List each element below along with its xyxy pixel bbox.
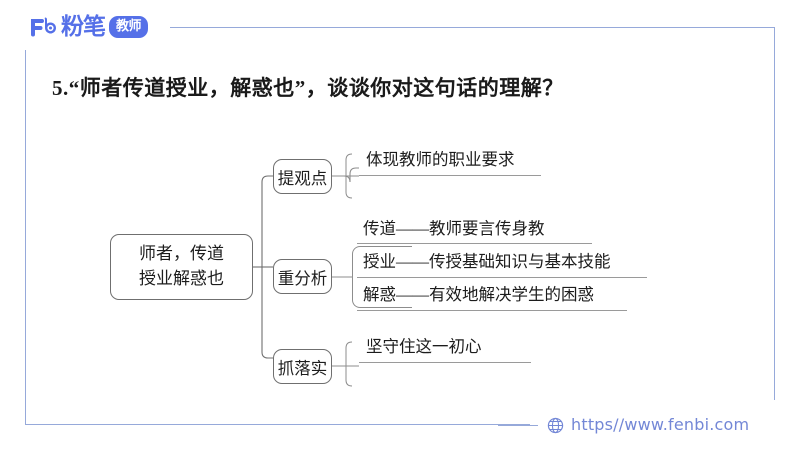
footer-url-block: https//www.fenbi.com [498,414,749,436]
page-title: 5.“师者传道授业，解惑也”，谈谈你对这句话的理解？ [52,76,564,100]
frame-top-border [170,27,775,28]
mindmap-branch-node-3: 抓落实 [273,349,332,384]
mindmap-root-node: 师者，传道 授业解惑也 [110,234,253,300]
mindmap-leaf-2: 传道——教师要言传身教 [363,219,545,238]
mindmap-leaf-4: 解惑——有效地解决学生的困惑 [363,285,594,304]
frame-bottom-border [25,424,530,425]
mindmap-leaf-3-underline [357,277,647,278]
frame-left-border [25,50,26,425]
mindmap-leaf-3: 授业——传授基础知识与基本技能 [363,252,611,271]
fenbi-fb-logo-icon [31,17,56,37]
brand-wordmark: 粉笔 [61,13,106,40]
brand-logo: 粉笔 教师 [27,12,149,42]
frame-right-border [774,27,775,400]
connector-b1-out [332,167,359,183]
brand-pill-label: 教师 [109,16,149,38]
mindmap-leaf-1: 体现教师的职业要求 [366,150,515,169]
mindmap-root-text: 师者，传道 授业解惑也 [139,242,224,291]
mindmap-leaf-5-underline [359,362,531,363]
bracket-leaf-5 [345,341,353,387]
mindmap-branch-node-2: 重分析 [273,259,332,294]
footer-rule [498,424,538,426]
bracket-leaf-1 [345,153,353,199]
mindmap-branch-node-1: 提观点 [273,159,332,194]
connector-root-bracket [261,175,273,359]
root-line-1: 师者，传道 [139,244,224,264]
footer-url-text[interactable]: https//www.fenbi.com [571,415,750,434]
mindmap-leaf-2-underline [357,243,592,244]
mindmap-group-bracket [352,246,412,308]
mindmap-leaf-4-underline [357,310,627,311]
mindmap-leaf-1-underline [359,175,541,176]
globe-icon [547,417,564,433]
mindmap-leaf-5: 坚守住这一初心 [366,337,482,356]
root-line-2: 授业解惑也 [139,269,224,288]
